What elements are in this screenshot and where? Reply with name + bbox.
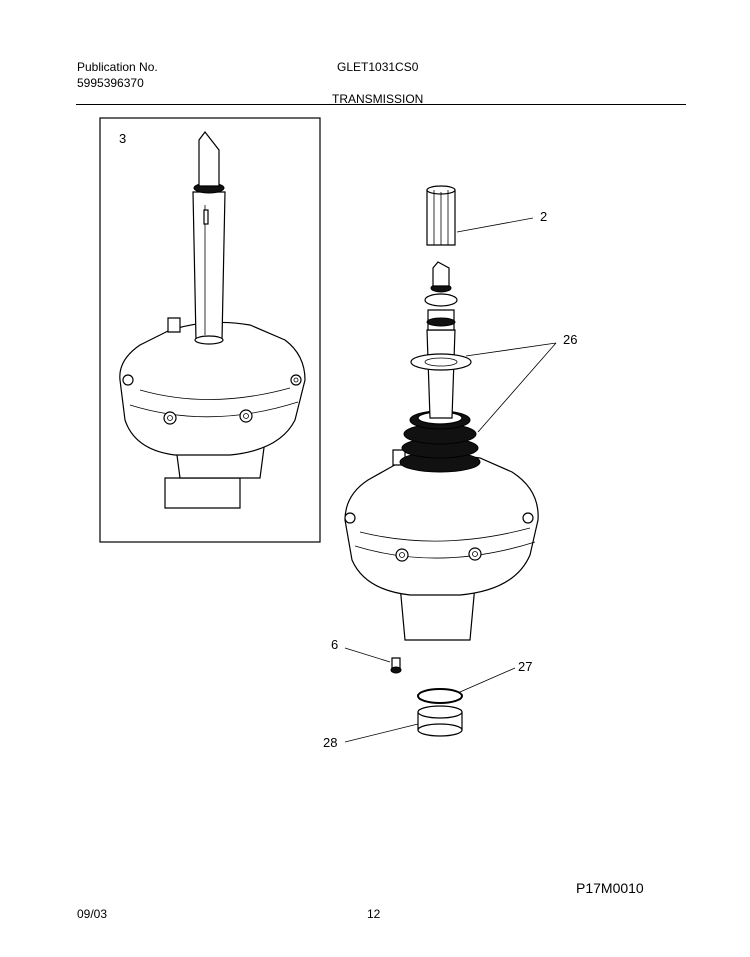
main-transmission-assembly — [344, 261, 539, 641]
leader-line-26a — [465, 342, 557, 357]
publication-number: 5995396370 — [77, 76, 144, 90]
inset-frame — [99, 117, 321, 543]
leader-line-28 — [344, 723, 419, 743]
section-title: TRANSMISSION — [332, 92, 424, 106]
drawing-code: P17M0010 — [576, 880, 644, 896]
model-number: GLET1031CS0 — [337, 60, 419, 74]
callout-6: 6 — [331, 637, 339, 652]
page-number: 12 — [367, 907, 381, 921]
inset-transmission-assembly — [119, 131, 306, 509]
bushing — [417, 705, 463, 737]
callout-28: 28 — [323, 735, 338, 750]
callout-26: 26 — [563, 332, 578, 347]
header-divider — [76, 104, 686, 105]
callout-2: 2 — [540, 209, 548, 224]
footer-date: 09/03 — [77, 907, 108, 921]
spline-coupling — [426, 185, 456, 246]
callout-27: 27 — [518, 659, 533, 674]
leader-line-27 — [459, 667, 516, 693]
leader-line-6 — [344, 647, 391, 663]
leader-line-2 — [456, 217, 534, 233]
publication-label: Publication No. — [77, 60, 158, 74]
drain-screw — [390, 657, 402, 674]
callout-3: 3 — [119, 131, 127, 146]
retaining-ring — [417, 688, 463, 704]
leader-line-26b — [477, 342, 557, 433]
